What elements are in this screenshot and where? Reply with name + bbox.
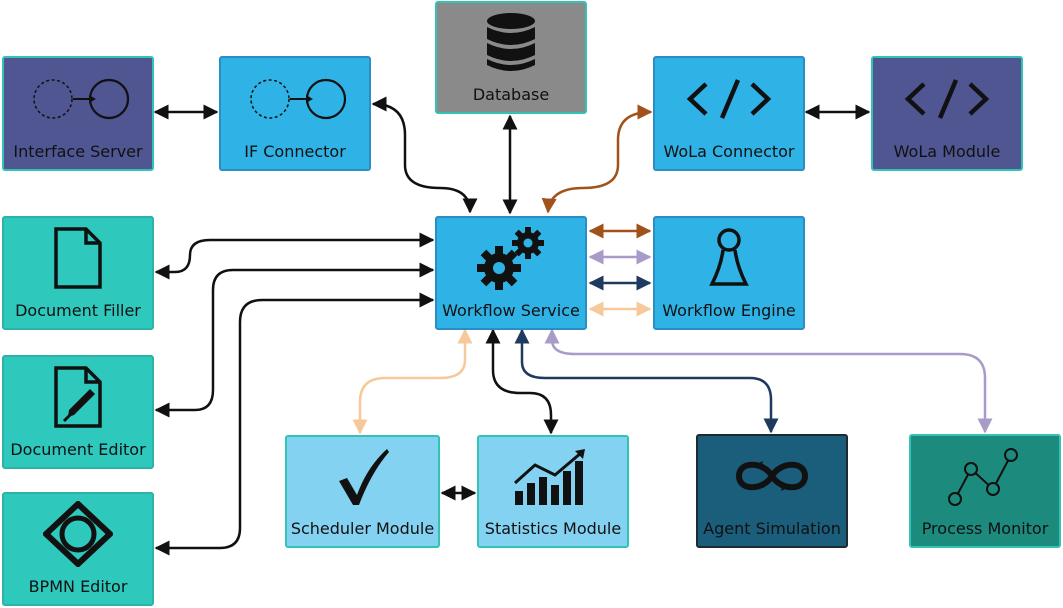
database-node[interactable]: Database <box>435 1 587 114</box>
process-monitor-node[interactable]: Process Monitor <box>909 434 1061 548</box>
scheduler-module-node[interactable]: Scheduler Module <box>285 435 440 548</box>
workflow-service-label: Workflow Service <box>442 301 580 320</box>
statistics-module-label: Statistics Module <box>484 519 622 538</box>
chart-icon <box>513 448 585 505</box>
workflow-engine-label: Workflow Engine <box>662 301 796 320</box>
gears-icon <box>477 227 544 290</box>
document-icon <box>54 227 102 289</box>
workflow-service-node[interactable]: Workflow Service <box>435 216 587 330</box>
document-edit-icon <box>54 366 102 428</box>
wola-module-node[interactable]: WoLa Module <box>871 56 1023 171</box>
interface-server-label: Interface Server <box>13 142 143 161</box>
edge-if-workflow <box>371 96 478 214</box>
statistics-module-node[interactable]: Statistics Module <box>477 435 629 548</box>
edge-doceditor-workflow <box>154 262 435 418</box>
wola-module-label: WoLa Module <box>893 142 1001 161</box>
edge-workflow-scheduler <box>352 328 473 435</box>
bpmn-icon <box>43 501 113 567</box>
line-graph-icon <box>948 448 1018 506</box>
document-filler-label: Document Filler <box>15 301 141 320</box>
workflow-engine-node[interactable]: Workflow Engine <box>653 216 805 330</box>
edge-bpmn-workflow <box>154 292 435 556</box>
wola-connector-node[interactable]: WoLa Connector <box>653 56 805 171</box>
agent-simulation-label: Agent Simulation <box>703 519 841 538</box>
bpmn-editor-label: BPMN Editor <box>28 577 128 596</box>
code-brackets-icon <box>686 78 772 119</box>
infinity-loop-icon <box>735 461 809 491</box>
code-brackets-icon <box>904 78 990 119</box>
scheduler-module-label: Scheduler Module <box>290 519 435 538</box>
database-icon <box>487 12 535 71</box>
process-monitor-label: Process Monitor <box>921 519 1049 538</box>
agent-simulation-node[interactable]: Agent Simulation <box>696 434 848 548</box>
edge-workflow-agent <box>514 328 779 434</box>
document-editor-label: Document Editor <box>10 440 146 459</box>
bpmn-editor-node[interactable]: BPMN Editor <box>2 492 154 606</box>
circle-transition-icon <box>33 78 130 119</box>
edge-docfiller-workflow <box>154 232 435 280</box>
document-editor-node[interactable]: Document Editor <box>2 355 154 469</box>
interface-server-node[interactable]: Interface Server <box>2 56 154 171</box>
if-connector-label: IF Connector <box>244 142 346 161</box>
circle-transition-icon <box>250 78 347 119</box>
edge-workflow-monitor <box>544 328 993 434</box>
if-connector-node[interactable]: IF Connector <box>219 56 371 171</box>
checkmark-icon <box>338 448 389 505</box>
pawn-icon <box>709 228 749 286</box>
edge-wola-workflow <box>541 104 653 214</box>
document-filler-node[interactable]: Document Filler <box>2 216 154 330</box>
wola-connector-label: WoLa Connector <box>663 142 795 161</box>
database-label: Database <box>472 85 550 104</box>
